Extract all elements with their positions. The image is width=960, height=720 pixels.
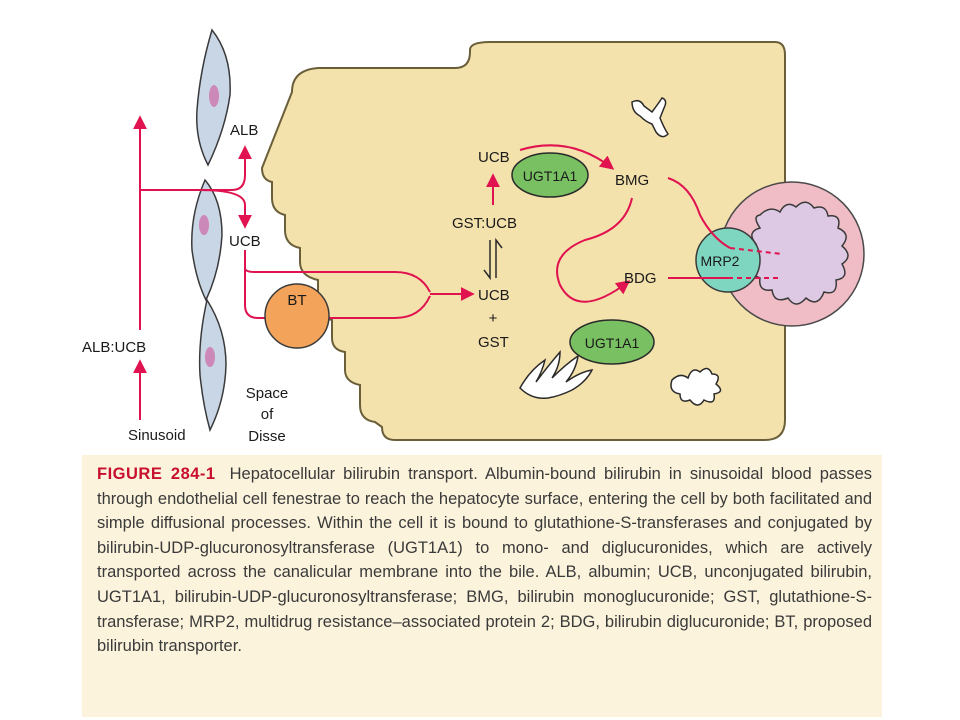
bmg-label: BMG	[615, 172, 649, 189]
gst-label: GST	[478, 334, 509, 351]
branch-to-ucb-arrow	[199, 189, 252, 229]
ucb-top-label: UCB	[478, 149, 510, 166]
caption-text: Hepatocellular bilirubin transport. Albu…	[97, 465, 872, 656]
mrp2-transporter	[695, 227, 761, 293]
bmg-to-bdg-arrow	[556, 197, 633, 303]
alb-label: ALB	[230, 122, 258, 139]
space-of-disse-label-1: Space	[246, 385, 289, 402]
transport-arrows	[133, 115, 783, 420]
ugt1a1-top-label: UGT1A1	[523, 168, 578, 184]
equilibrium-icon	[483, 237, 503, 281]
ucb-sinusoid-label: UCB	[229, 233, 261, 250]
ucb-to-bmg-arrow	[519, 144, 615, 170]
bmg-to-mrp2-path	[667, 177, 731, 249]
golgi-bottom-left	[519, 349, 594, 400]
nucleus-bottom	[205, 347, 215, 367]
bilirubin-transport-diagram: ALB UCB ALB:UCB Sinusoid Space of Disse …	[82, 28, 865, 445]
bdg-label: BDG	[624, 270, 657, 287]
ugt1a1-bottom-label: UGT1A1	[585, 335, 640, 351]
bt-transporter	[264, 283, 330, 349]
ucb-mid-label: UCB	[478, 287, 510, 304]
endothelial-cells	[191, 28, 231, 433]
mrp2-label: MRP2	[701, 253, 740, 269]
golgi-bottom-right	[670, 367, 722, 406]
nucleus-top	[209, 85, 219, 107]
bt-label: BT	[287, 292, 306, 309]
canalicular-lumen	[749, 201, 849, 305]
caption-background	[82, 455, 882, 717]
space-of-disse-label-3: Disse	[248, 428, 286, 445]
ugt1a1-bottom	[569, 319, 655, 365]
figure-number: FIGURE 284-1	[97, 465, 216, 483]
ucb-lower-path	[244, 268, 431, 319]
endothelial-cell-middle	[191, 178, 223, 302]
golgi-top	[631, 97, 669, 138]
plus-label: +	[489, 310, 498, 327]
gst-ucb-label: GST:UCB	[452, 215, 517, 232]
branch-to-alb-arrow	[140, 145, 252, 191]
nucleus-middle	[199, 215, 209, 235]
space-of-disse-label-2: of	[261, 406, 274, 423]
ugt1a1-top	[511, 152, 589, 198]
alb-ucb-label: ALB:UCB	[82, 339, 146, 356]
sinusoid-label: Sinusoid	[128, 427, 186, 444]
